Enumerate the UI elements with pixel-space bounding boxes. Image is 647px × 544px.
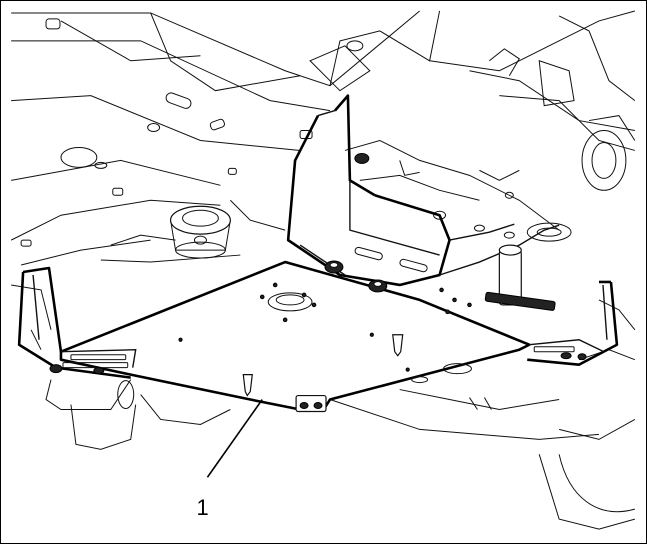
clip-icon [295,394,327,413]
leader-line [206,399,263,478]
callout-1: 1 [196,399,263,520]
callout-label: 1 [196,495,208,520]
vehicle-underbody [10,10,636,530]
stud-icon [242,334,404,397]
bolt-icon [324,152,388,293]
skid-plate [17,94,619,413]
